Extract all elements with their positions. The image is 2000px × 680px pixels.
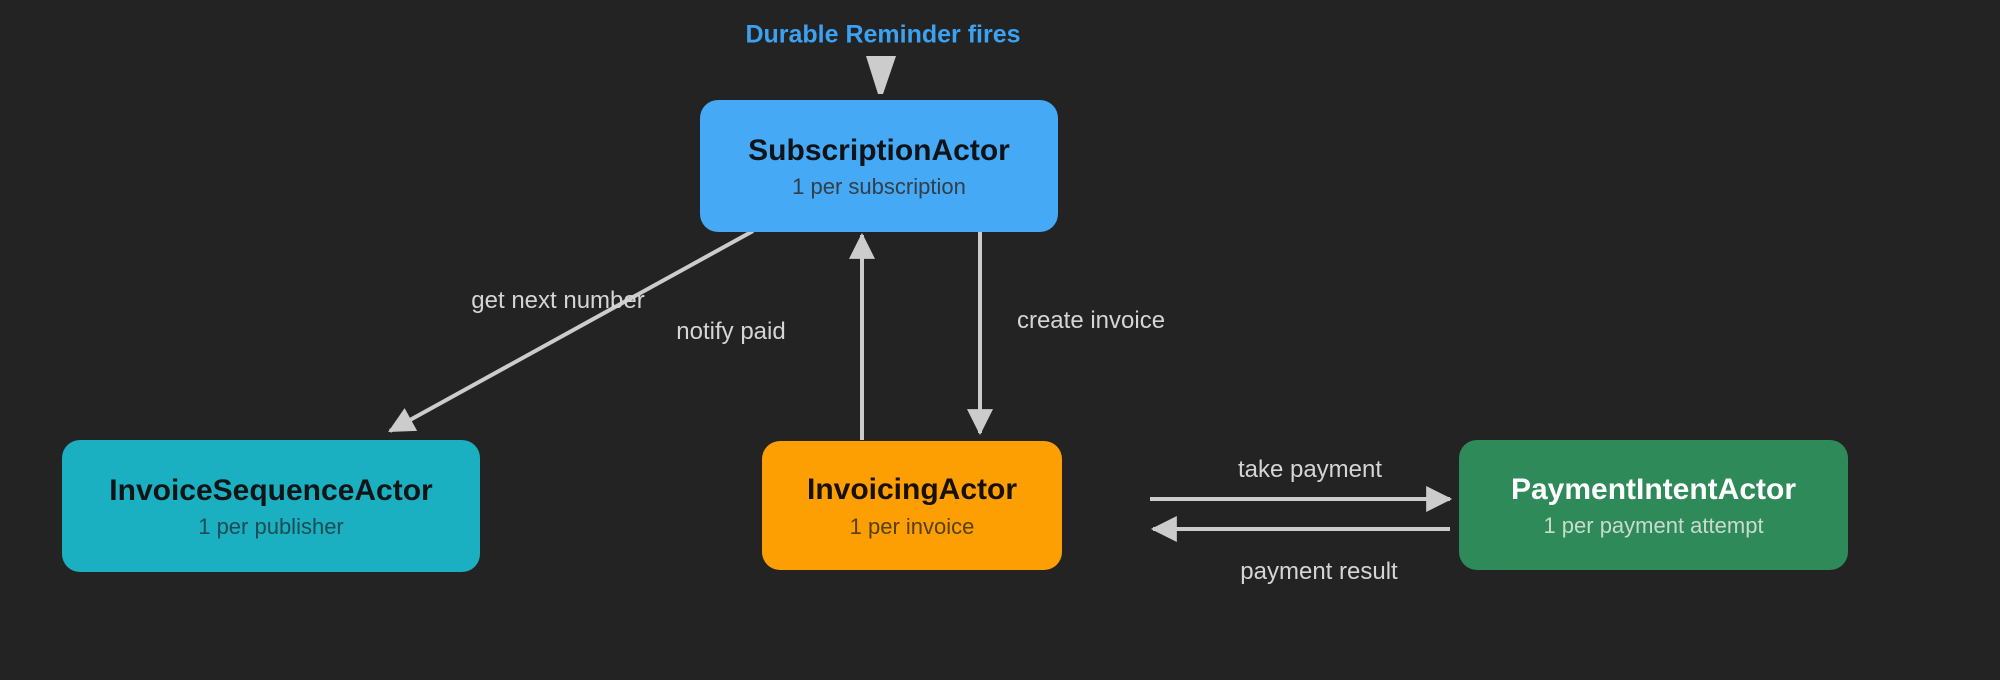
- node-payment-intent-actor: PaymentIntentActor 1 per payment attempt: [1459, 440, 1848, 570]
- edge-label-create-invoice: create invoice: [1016, 307, 1166, 334]
- node-invoice-sequence-actor: InvoiceSequenceActor 1 per publisher: [62, 440, 480, 572]
- edge-label-notify-paid: notify paid: [676, 318, 786, 345]
- node-title: InvoiceSequenceActor: [109, 473, 433, 507]
- reminder-arrowhead-icon: [866, 56, 896, 94]
- node-sublabel: 1 per invoice: [849, 513, 975, 539]
- edge-label-payment-result: payment result: [1240, 558, 1398, 585]
- edge-get-next-number: [388, 229, 754, 433]
- node-title: PaymentIntentActor: [1510, 472, 1797, 506]
- node-sublabel: 1 per subscription: [792, 174, 966, 199]
- node-title: InvoicingActor: [806, 473, 1017, 506]
- node-sublabel: 1 per publisher: [198, 514, 344, 539]
- node-invoicing-actor: InvoicingActor 1 per invoice: [762, 441, 1062, 570]
- node-subscription-actor: SubscriptionActor 1 per subscription: [700, 100, 1058, 232]
- reminder-label: Durable Reminder fires: [745, 20, 1021, 49]
- node-title: SubscriptionActor: [748, 133, 1010, 167]
- edge-label-get-next-number: get next number: [471, 287, 645, 314]
- node-sublabel: 1 per payment attempt: [1543, 513, 1764, 538]
- edge-label-take-payment: take payment: [1237, 456, 1383, 483]
